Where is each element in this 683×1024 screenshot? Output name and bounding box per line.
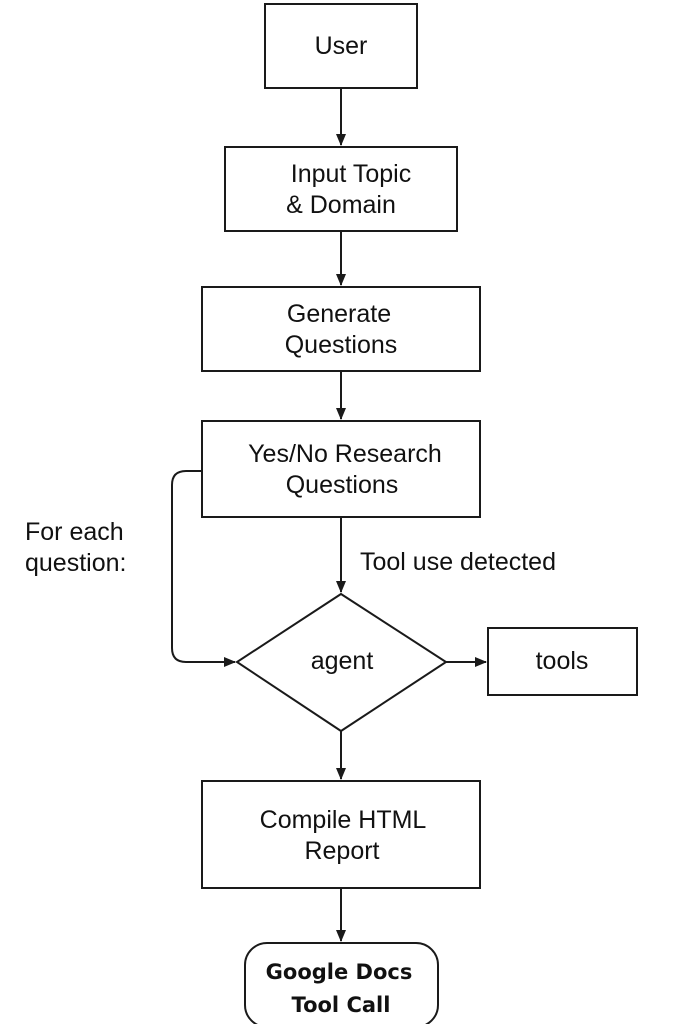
node-compile-report: Compile HTML Report bbox=[201, 780, 481, 889]
edge-label-loop-line2: question: bbox=[25, 549, 126, 577]
node-google-docs-line2: Tool Call bbox=[292, 993, 391, 1017]
edge-loop-to-agent bbox=[171, 470, 236, 667]
node-user: User bbox=[264, 3, 418, 89]
node-research-questions-line2: Questions bbox=[286, 471, 399, 499]
node-agent-label: agent bbox=[311, 647, 374, 675]
node-compile-report-line2: Report bbox=[304, 837, 379, 865]
node-input-topic-line1: Input Topic bbox=[291, 160, 411, 188]
node-generate-questions-line2: Questions bbox=[285, 331, 398, 359]
edge-label-tool-use: Tool use detected bbox=[360, 548, 556, 576]
node-research-questions-line1: Yes/No Research bbox=[248, 440, 442, 468]
node-input-topic: Input Topic & Domain bbox=[224, 146, 458, 232]
node-compile-report-line1: Compile HTML bbox=[260, 806, 427, 834]
node-research-questions: Yes/No Research Questions bbox=[201, 420, 481, 518]
node-generate-questions: Generate Questions bbox=[201, 286, 481, 372]
node-input-topic-line2: & Domain bbox=[286, 191, 396, 219]
node-google-docs-line1: Google Docs bbox=[266, 960, 413, 984]
node-google-docs: Google Docs Tool Call bbox=[244, 942, 439, 1024]
node-user-label: User bbox=[315, 32, 368, 60]
node-generate-questions-line1: Generate bbox=[287, 300, 391, 328]
node-agent: agent bbox=[235, 592, 448, 733]
edge-label-loop-line1: For each bbox=[25, 518, 124, 546]
node-tools-label: tools bbox=[536, 647, 589, 675]
node-tools: tools bbox=[487, 627, 638, 696]
